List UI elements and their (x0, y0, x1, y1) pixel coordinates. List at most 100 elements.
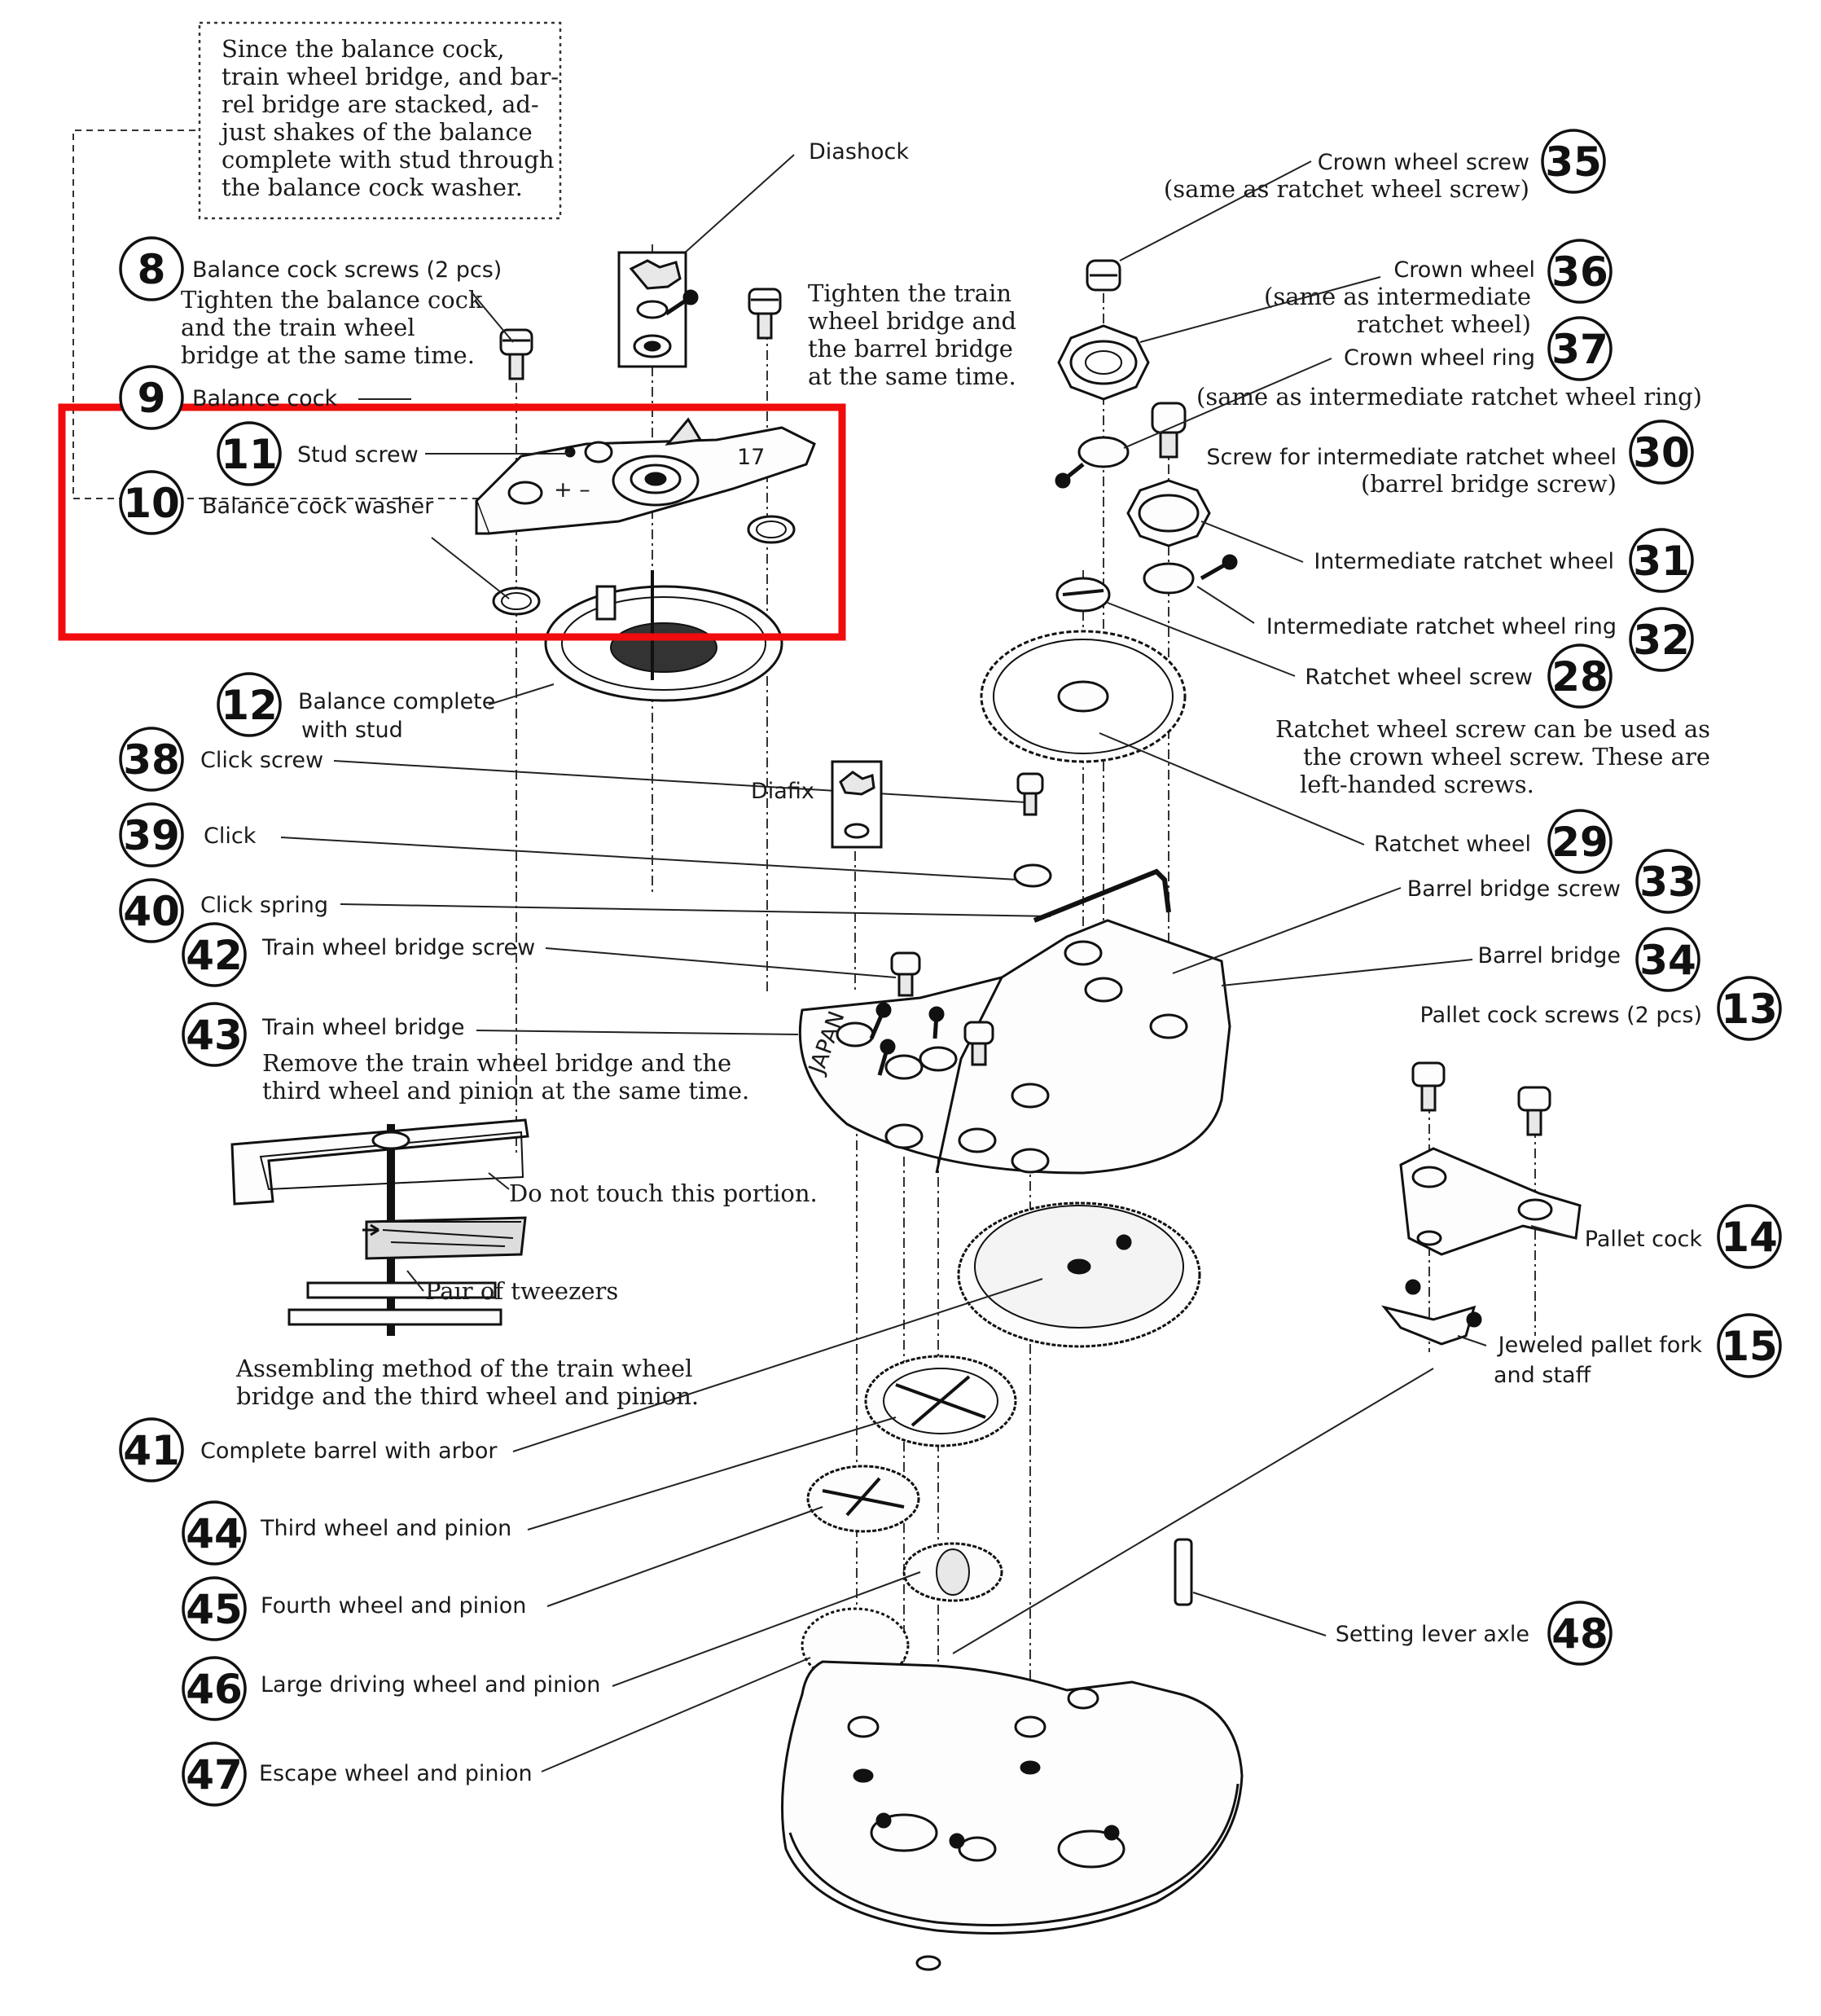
part-number: 30 (1633, 429, 1690, 477)
part-label: Pallet cock screws (2 pcs) (1420, 1003, 1702, 1028)
part-number: 46 (186, 1666, 243, 1713)
part-number: 13 (1721, 986, 1778, 1033)
part-number: 14 (1721, 1214, 1778, 1261)
part-number: 15 (1721, 1323, 1778, 1370)
part-number: 28 (1551, 653, 1608, 701)
diafix-label: Diafix (751, 779, 814, 804)
part-label: Click spring (200, 893, 328, 918)
lower-left-labels: 41 Complete barrel with arbor 44 Third w… (119, 1278, 1043, 1807)
part-label: Barrel bridge screw (1407, 876, 1621, 902)
part-label: Train wheel bridge (261, 1015, 465, 1040)
assembling-note-line: Assembling method of the train wheel (235, 1355, 692, 1382)
balance-complete (544, 570, 783, 702)
part-number: 41 (123, 1427, 180, 1474)
part-number: 44 (186, 1510, 243, 1557)
part-number: 47 (186, 1751, 243, 1799)
tighten-note-line: Tighten the balance cock (181, 286, 483, 314)
part-label: Ratchet wheel (1374, 832, 1531, 857)
part-label-line3: ratchet wheel) (1357, 310, 1531, 338)
part-label: Balance cock screws (2 pcs) (192, 257, 502, 283)
part-label: Large driving wheel and pinion (261, 1672, 600, 1698)
gear-train (801, 1201, 1201, 1684)
click-parts (1013, 772, 1171, 923)
part-label-line2: (same as intermediate (1264, 283, 1531, 310)
part-number: 37 (1551, 326, 1608, 373)
part-label: Screw for intermediate ratchet wheel (1206, 445, 1617, 470)
remove-note-line: third wheel and pinion at the same time. (262, 1077, 749, 1105)
part-label: Pallet cock (1585, 1227, 1703, 1252)
ratchet-parts (980, 259, 1238, 763)
part-label: Escape wheel and pinion (259, 1761, 533, 1786)
part-label: Barrel bridge (1477, 943, 1621, 968)
part-label: Third wheel and pinion (260, 1516, 511, 1541)
tighten-train-line: wheel bridge and (808, 307, 1016, 335)
pallet-parts (1381, 1061, 1582, 1346)
part-label: Crown wheel screw (1318, 150, 1529, 175)
part-number: 33 (1639, 859, 1696, 906)
part-label: Train wheel bridge screw (261, 935, 535, 960)
part-number: 40 (123, 888, 180, 935)
stack-note-line: train wheel bridge, and bar- (222, 63, 559, 90)
part-number: 39 (123, 812, 180, 859)
cock-engraving: 17 (737, 445, 765, 470)
stack-note-line: rel bridge are stacked, ad- (222, 90, 539, 118)
assembling-note-line: bridge and the third wheel and pinion. (236, 1382, 699, 1410)
part-label-line2: (barrel bridge screw) (1361, 470, 1617, 498)
left-labels: 8 Balance cock screws (2 pcs) Tighten th… (119, 236, 1051, 1105)
part-number: 29 (1551, 819, 1608, 866)
diashock-label: Diashock (809, 139, 909, 165)
stack-note-line: just shakes of the balance (219, 118, 533, 146)
part-label: Complete barrel with arbor (200, 1438, 498, 1464)
diafix-part: Diafix (751, 760, 883, 849)
part-number: 34 (1639, 937, 1696, 984)
part-number: 45 (186, 1586, 243, 1633)
remove-note-line: Remove the train wheel bridge and the (262, 1049, 731, 1077)
ratchet-note-line: left-handed screws. (1300, 771, 1534, 798)
stack-note-box: Since the balance cock, train wheel brid… (198, 21, 562, 220)
tighten-train-line: the barrel bridge (808, 335, 1013, 362)
part-number: 42 (186, 932, 243, 979)
stack-note-line: Since the balance cock, (222, 35, 505, 63)
svg-text:+ –: + – (554, 477, 590, 503)
part-number: 32 (1633, 617, 1690, 664)
part-label: Setting lever axle (1336, 1622, 1529, 1647)
part-number: 38 (123, 736, 180, 784)
highlight-box (58, 403, 846, 641)
part-label: Balance cock (192, 386, 337, 411)
part-number: 35 (1545, 138, 1602, 186)
part-label: Stud screw (297, 442, 419, 468)
stack-note-line: the balance cock washer. (222, 173, 523, 201)
part-label: Crown wheel (1393, 257, 1535, 283)
balance-cock-screws (499, 288, 782, 380)
part-label-line2: with stud (301, 718, 403, 743)
part-number: 12 (221, 682, 278, 729)
part-label: Crown wheel ring (1344, 345, 1535, 371)
part-number: 36 (1551, 248, 1608, 296)
tweezers-inset: Do not touch this portion. Pair of tweez… (230, 1118, 818, 1410)
tighten-train-note: Tighten the train wheel bridge and the b… (808, 279, 1016, 390)
balance-cock: 17 + – (475, 417, 816, 616)
tighten-note-line: and the train wheel (181, 314, 415, 341)
part-number: 48 (1551, 1610, 1608, 1658)
part-label: Intermediate ratchet wheel ring (1266, 614, 1617, 639)
part-label: Ratchet wheel screw (1305, 665, 1533, 690)
ratchet-note-line: the crown wheel screw. These are (1303, 743, 1710, 771)
part-label: Click (204, 824, 257, 849)
part-label-line2: (same as ratchet wheel screw) (1164, 175, 1529, 203)
diashock-part: Diashock (617, 139, 909, 368)
part-label: Fourth wheel and pinion (261, 1593, 526, 1619)
part-number: 43 (186, 1012, 243, 1059)
part-label: Intermediate ratchet wheel (1314, 549, 1614, 574)
tighten-train-line: at the same time. (808, 362, 1016, 390)
part-label: Balance cock washer (202, 494, 434, 519)
main-plate (781, 1660, 1244, 1971)
part-number: 31 (1633, 538, 1690, 585)
part-label: Jeweled pallet fork (1497, 1333, 1703, 1358)
part-label-line2: and staff (1494, 1363, 1592, 1388)
part-number: 8 (138, 246, 166, 293)
part-number: 10 (123, 480, 180, 527)
part-number: 11 (221, 431, 278, 478)
part-label: Balance complete (298, 689, 495, 714)
